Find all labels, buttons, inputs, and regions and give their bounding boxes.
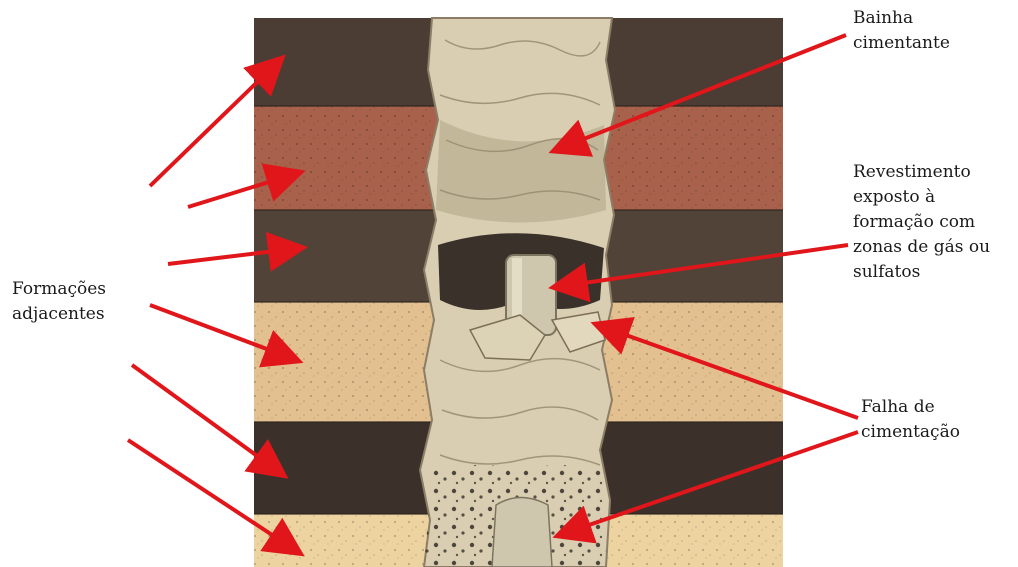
label-formacoes-adjacentes: Formações adjacentes — [12, 277, 106, 327]
label-falha-cimentacao: Falha de cimentação — [861, 395, 960, 445]
label-bainha-cimentante: Bainha cimentante — [853, 6, 950, 56]
cement-failure-zone — [424, 465, 606, 567]
label-revestimento-exposto: Revestimento exposto à formação com zona… — [853, 160, 990, 285]
